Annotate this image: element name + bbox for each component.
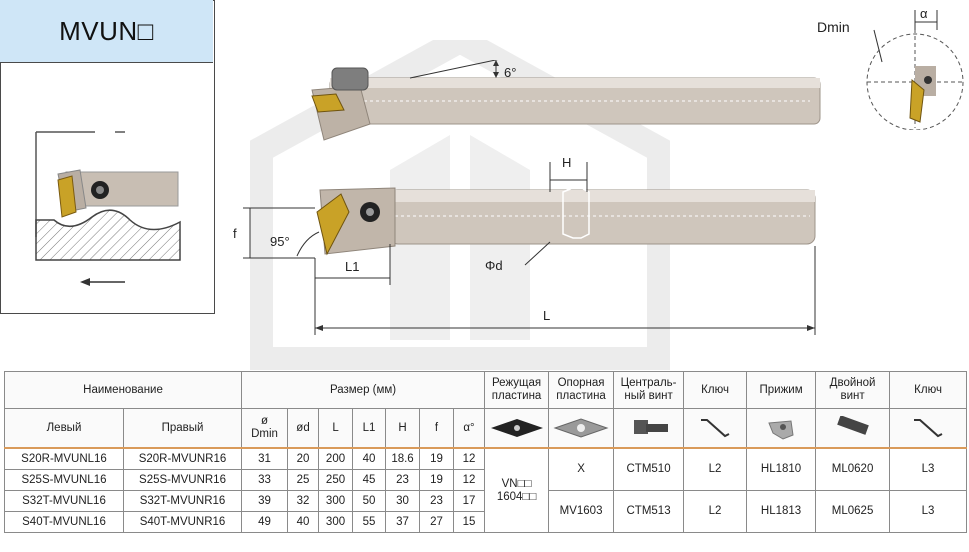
cell-clamp: HL1810 (746, 447, 817, 491)
cell-L: 300 (318, 511, 354, 533)
col-dmin-text: Dmin (251, 428, 278, 440)
table-row: S40T-MVUNL16 S40T-MVUNR16 49 40 300 55 3… (4, 511, 967, 533)
dim-L1-label: L1 (345, 259, 359, 274)
cell-left: S25S-MVUNL16 (4, 469, 124, 491)
dim-H-label: H (562, 155, 571, 170)
cell-dmin: 49 (241, 511, 289, 533)
cell-double-screw: ML0625 (815, 490, 891, 533)
header-key1: Ключ (683, 371, 748, 409)
center-screw-image (613, 408, 685, 449)
dmin-detail: α Dmin (817, 6, 964, 130)
col-H: H (385, 408, 421, 449)
cell-alpha: 17 (453, 490, 486, 512)
header-center-screw: Централь-ный винт (613, 371, 685, 409)
cell-left: S40T-MVUNL16 (4, 511, 124, 533)
double-screw-image (815, 408, 891, 449)
cell-L1: 40 (352, 447, 387, 470)
cell-L1: 55 (352, 511, 387, 533)
clamp-image (746, 408, 817, 449)
header-shim: Опорная пластина (548, 371, 615, 409)
tool-top-view: 6° (311, 60, 821, 141)
shim-image (548, 408, 615, 449)
key-icon (683, 408, 748, 449)
cell-left: S20R-MVUNL16 (4, 447, 124, 470)
cell-shim: X (548, 447, 615, 491)
header-clamp: Прижим (746, 371, 817, 409)
header-key2: Ключ (889, 371, 968, 409)
cell-center-screw: CTM510 (613, 447, 685, 491)
insert-line1: VN□□ (501, 477, 532, 490)
angle-6-label: 6° (504, 65, 516, 80)
col-alpha: α° (453, 408, 486, 449)
cell-L1: 50 (352, 490, 387, 512)
header-insert: Режущая пластина (484, 371, 550, 409)
cell-clamp: HL1813 (746, 490, 817, 533)
header-size: Размер (мм) (241, 371, 486, 409)
cell-center-screw: CTM513 (613, 490, 685, 533)
cell-L: 300 (318, 490, 354, 512)
cell-key2: L3 (889, 490, 968, 533)
col-f: f (419, 408, 455, 449)
cell-key2: L3 (889, 447, 968, 491)
cell-d: 32 (287, 490, 320, 512)
cell-right: S40T-MVUNR16 (122, 511, 243, 533)
table-row: S32T-MVUNL16 S32T-MVUNR16 39 32 300 50 3… (4, 490, 968, 533)
cell-d: 20 (287, 447, 320, 470)
series-title: MVUN□ (0, 0, 213, 63)
cell-right: S20R-MVUNR16 (122, 447, 243, 470)
header-name: Наименование (3, 371, 243, 409)
table-row: S25S-MVUNL16 S25S-MVUNR16 33 25 250 45 2… (4, 469, 967, 491)
cell-d: 25 (287, 469, 320, 491)
cell-f: 23 (419, 490, 455, 512)
cell-d: 40 (287, 511, 320, 533)
cell-H: 30 (385, 490, 421, 512)
cell-L: 200 (318, 447, 354, 470)
col-L1: L1 (352, 408, 387, 449)
cell-L1: 45 (352, 469, 387, 491)
cell-insert: VN□□1604□□ (484, 447, 550, 533)
cell-key1: L2 (683, 447, 748, 491)
cell-alpha: 12 (453, 469, 486, 491)
cell-L: 250 (318, 469, 354, 491)
cell-alpha: 12 (453, 447, 486, 470)
cell-dmin: 31 (241, 447, 289, 470)
cell-shim: MV1603 (548, 490, 615, 533)
cell-dmin: 39 (241, 490, 289, 512)
machining-sketch (35, 131, 181, 286)
insert-image (484, 408, 550, 449)
cell-right: S32T-MVUNR16 (122, 490, 243, 512)
angle-95-label: 95° (270, 234, 290, 249)
cell-dmin: 33 (241, 469, 289, 491)
cell-f: 19 (419, 469, 455, 491)
col-right: Правый (122, 408, 243, 449)
cell-f: 27 (419, 511, 455, 533)
col-dmin-symbol: ø (261, 415, 269, 427)
cell-right: S25S-MVUNR16 (122, 469, 243, 491)
cell-alpha: 15 (453, 511, 486, 533)
cell-H: 23 (385, 469, 421, 491)
dim-d-label: Φd (485, 258, 503, 273)
spec-table: Наименование Размер (мм) Режущая пластин… (3, 371, 968, 533)
key2-icon (889, 408, 968, 449)
cell-key1: L2 (683, 490, 748, 533)
cell-f: 19 (419, 447, 455, 470)
cell-left: S32T-MVUNL16 (4, 490, 124, 512)
tool-side-view: H Φd f 95° L1 L (233, 155, 816, 335)
header-double-screw: Двойной винт (815, 371, 891, 409)
cell-H: 37 (385, 511, 421, 533)
cell-double-screw: ML0620 (815, 447, 891, 491)
alpha-label: α (920, 6, 928, 21)
col-left: Левый (4, 408, 124, 449)
col-L: L (318, 408, 354, 449)
series-panel: MVUN□ (0, 0, 215, 314)
table-row: S20R-MVUNL16 S20R-MVUNR16 31 20 200 40 1… (4, 447, 968, 533)
insert-line2: 1604□□ (496, 490, 537, 503)
cell-H: 18.6 (385, 447, 421, 470)
col-d: ød (287, 408, 320, 449)
dmin-label: Dmin (817, 19, 850, 35)
dim-f-label: f (233, 226, 237, 241)
dim-L-label: L (543, 308, 550, 323)
